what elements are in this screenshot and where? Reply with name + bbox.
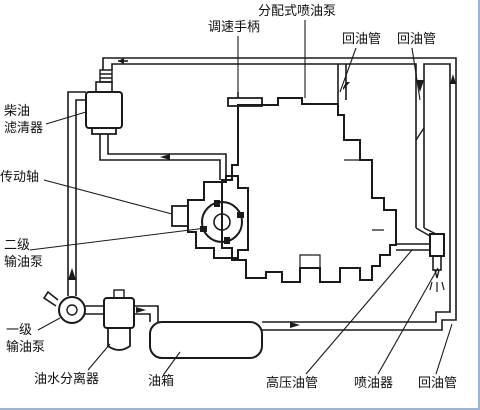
leader-first-stage-pump [37, 317, 61, 331]
label-high-pressure-pipe: 高压油管 [266, 376, 319, 391]
rotor-vane-left [200, 226, 207, 232]
injector [429, 233, 445, 257]
label-return-pipe-1: 回油管 [342, 32, 382, 47]
label-injector: 喷油器 [354, 376, 394, 391]
flow-arrow-bottom-return [290, 322, 300, 328]
flow-arrow-pump-return [343, 82, 350, 90]
leader-drive-shaft [43, 179, 173, 215]
separator-to-pump-pipe [85, 305, 104, 315]
label-diesel-filter-line1: 柴油 [4, 104, 31, 119]
fuel-tank [149, 321, 263, 359]
first-stage-pump [58, 296, 86, 324]
label-first-stage-pump-line1: 一级 [6, 323, 33, 338]
leader-second-stage-pump [29, 227, 207, 251]
speed-control-handle [227, 97, 263, 107]
flow-arrow-up [68, 268, 76, 280]
flow-arrow-outer-return [450, 74, 456, 84]
diesel-filter [85, 91, 123, 129]
diesel-filter-head [95, 81, 113, 93]
diesel-filter-bowl [91, 128, 117, 135]
leader-return-pipe-2 [411, 47, 421, 101]
return-pipe-pump-top [337, 64, 347, 104]
return-pipe-inner-loop [111, 63, 451, 323]
second-stage-pump-rotor [201, 201, 243, 243]
label-return-pipe-3: 回油管 [418, 376, 458, 391]
label-water-separator: 油水分离器 [34, 372, 100, 387]
second-stage-pump-hub [213, 213, 231, 231]
first-stage-pump-inner [66, 304, 78, 316]
leader-water-separator [87, 343, 111, 371]
filter-to-pump-pipe [99, 134, 227, 180]
label-second-stage-pump-line1: 二级 [4, 238, 31, 253]
injector-return-link [415, 227, 437, 237]
injector-nozzle-body [432, 255, 442, 271]
injection-pump-detail [299, 159, 384, 268]
flow-arrow-filter-pump [160, 154, 170, 160]
flow-arrow-injector-return [416, 80, 424, 92]
water-separator-bowl [107, 328, 131, 351]
injection-pump-body [221, 97, 397, 283]
tank-to-separator-pipe [134, 305, 159, 322]
leader-injector [377, 267, 439, 375]
rotor-vane-top [214, 200, 220, 207]
drive-shaft-housing [187, 175, 249, 259]
injector-spray [429, 281, 445, 292]
return-pipe-crossing [415, 127, 425, 141]
leader-return-pipe-1 [339, 47, 357, 93]
flow-arrow-to-separator [136, 307, 146, 313]
rotor-vane-right [237, 212, 244, 218]
rotor-vane-bottom [224, 237, 230, 244]
leader-return-pipe-3 [435, 323, 453, 375]
label-return-pipe-2: 回油管 [397, 32, 437, 47]
label-drive-shaft: 传动轴 [0, 170, 40, 185]
label-first-stage-pump-line2: 输油泵 [6, 340, 46, 355]
label-injection-pump: 分配式喷油泵 [258, 4, 337, 19]
label-second-stage-pump-line2: 输油泵 [4, 255, 44, 270]
leader-diesel-filter [45, 111, 87, 125]
leader-fuel-tank [163, 351, 181, 375]
first-stage-pump-lever [42, 290, 59, 307]
high-pressure-pipe [396, 243, 430, 251]
first-pump-to-filter-pipe [67, 91, 86, 296]
flow-arrow-head-top-left [118, 58, 124, 64]
water-separator-cap [113, 289, 125, 299]
leader-high-pressure-pipe [305, 249, 413, 375]
label-diesel-filter-line2: 滤清器 [4, 121, 44, 136]
label-fuel-tank: 油箱 [148, 374, 175, 389]
filter-bleed-valve [99, 69, 113, 83]
label-speed-handle: 调速手柄 [208, 20, 261, 35]
drive-shaft [171, 205, 189, 227]
water-separator [103, 297, 135, 329]
return-pipe-outer-loop [102, 57, 457, 331]
leader-lines [29, 20, 453, 375]
